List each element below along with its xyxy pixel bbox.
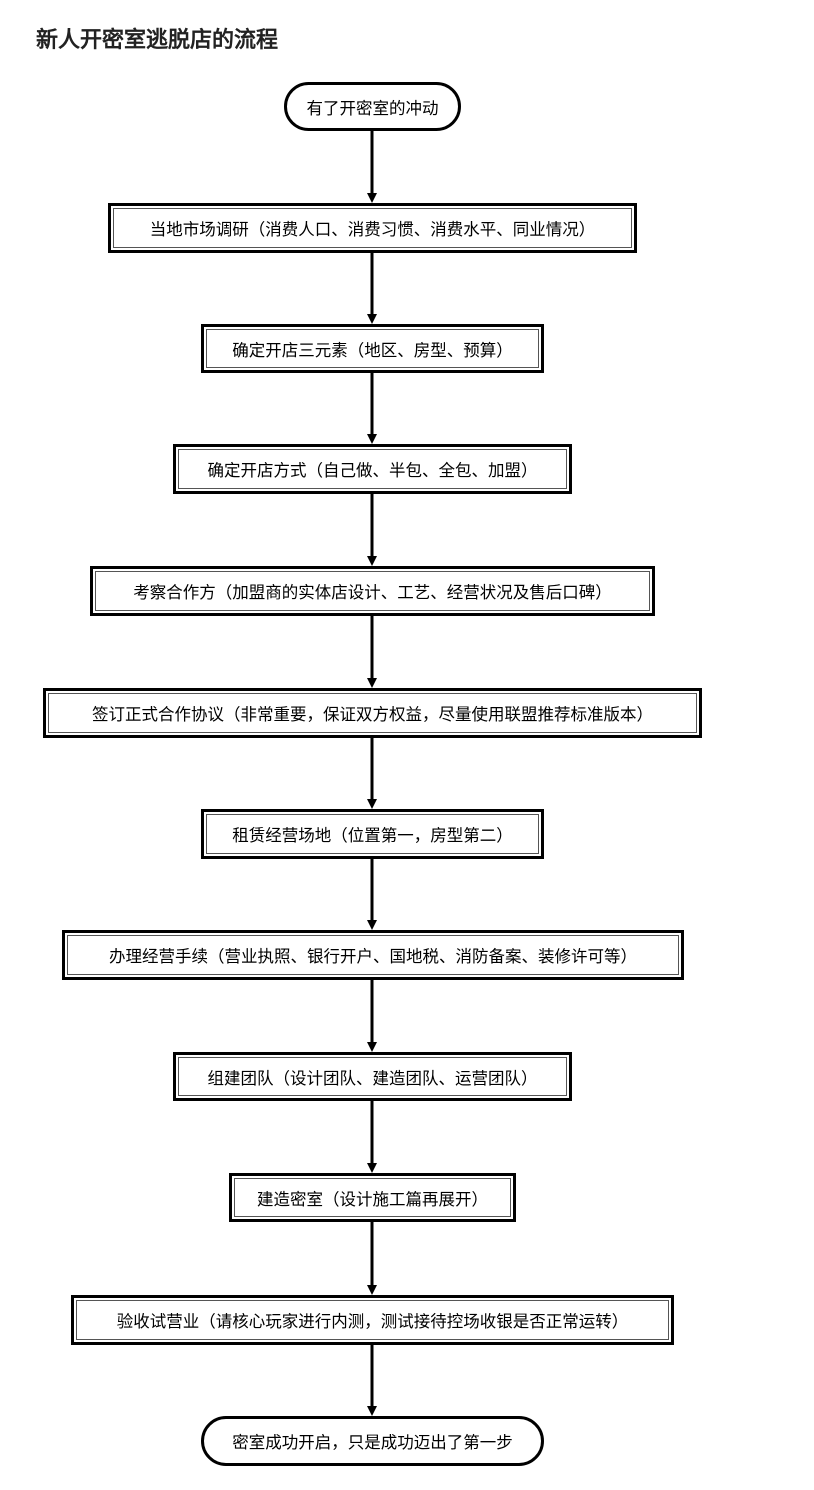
arrowhead-icon [367, 799, 377, 809]
node-label: 确定开店方式（自己做、半包、全包、加盟） [207, 461, 538, 480]
page-title: 新人开密室逃脱店的流程 [36, 28, 279, 53]
arrowhead-icon [367, 434, 377, 444]
flow-step-7: 办理经营手续（营业执照、银行开户、国地税、消防备案、装修许可等） [62, 930, 684, 980]
arrowhead-icon [367, 1042, 377, 1052]
node-label: 组建团队（设计团队、建造团队、运营团队） [207, 1068, 538, 1088]
arrowhead-icon [367, 920, 377, 930]
arrowhead-icon [367, 556, 377, 566]
flow-step-3: 确定开店方式（自己做、半包、全包、加盟） [173, 444, 572, 494]
arrowhead-icon [367, 193, 377, 203]
node-label: 租赁经营场地（位置第一，房型第二） [232, 826, 513, 845]
node-label: 有了开密室的冲动 [306, 98, 439, 118]
flow-step-5: 签订正式合作协议（非常重要，保证双方权益，尽量使用联盟推荐标准版本） [43, 688, 702, 738]
flow-step-8: 组建团队（设计团队、建造团队、运营团队） [173, 1052, 572, 1101]
node-label: 确定开店三元素（地区、房型、预算） [232, 340, 513, 360]
node-label: 验收试营业（请核心玩家进行内测，测试接待控场收银是否正常运转） [116, 1312, 629, 1331]
flow-step-2: 确定开店三元素（地区、房型、预算） [201, 324, 544, 373]
node-label: 当地市场调研（消费人口、消费习惯、消费水平、同业情况） [149, 220, 596, 239]
node-label: 考察合作方（加盟商的实体店设计、工艺、经营状况及售后口碑） [133, 583, 612, 602]
arrowhead-icon [367, 1285, 377, 1295]
node-label: 建造密室（设计施工篇再展开） [257, 1189, 488, 1209]
node-label: 办理经营手续（营业执照、银行开户、国地税、消防备案、装修许可等） [109, 947, 637, 966]
arrowhead-icon [367, 1406, 377, 1416]
flow-step-1: 当地市场调研（消费人口、消费习惯、消费水平、同业情况） [108, 203, 637, 253]
node-label: 签订正式合作协议（非常重要，保证双方权益，尽量使用联盟推荐标准版本） [92, 705, 653, 724]
flow-step-9: 建造密室（设计施工篇再展开） [229, 1173, 516, 1222]
flow-step-4: 考察合作方（加盟商的实体店设计、工艺、经营状况及售后口碑） [90, 566, 655, 616]
flow-end-node: 密室成功开启，只是成功迈出了第一步 [201, 1416, 544, 1466]
flow-step-10: 验收试营业（请核心玩家进行内测，测试接待控场收银是否正常运转） [71, 1295, 674, 1345]
arrowhead-icon [367, 314, 377, 324]
flow-start-node: 有了开密室的冲动 [284, 82, 461, 131]
arrowhead-icon [367, 1163, 377, 1173]
arrowhead-icon [367, 678, 377, 688]
flow-step-6: 租赁经营场地（位置第一，房型第二） [201, 809, 544, 859]
node-label: 密室成功开启，只是成功迈出了第一步 [232, 1433, 513, 1452]
